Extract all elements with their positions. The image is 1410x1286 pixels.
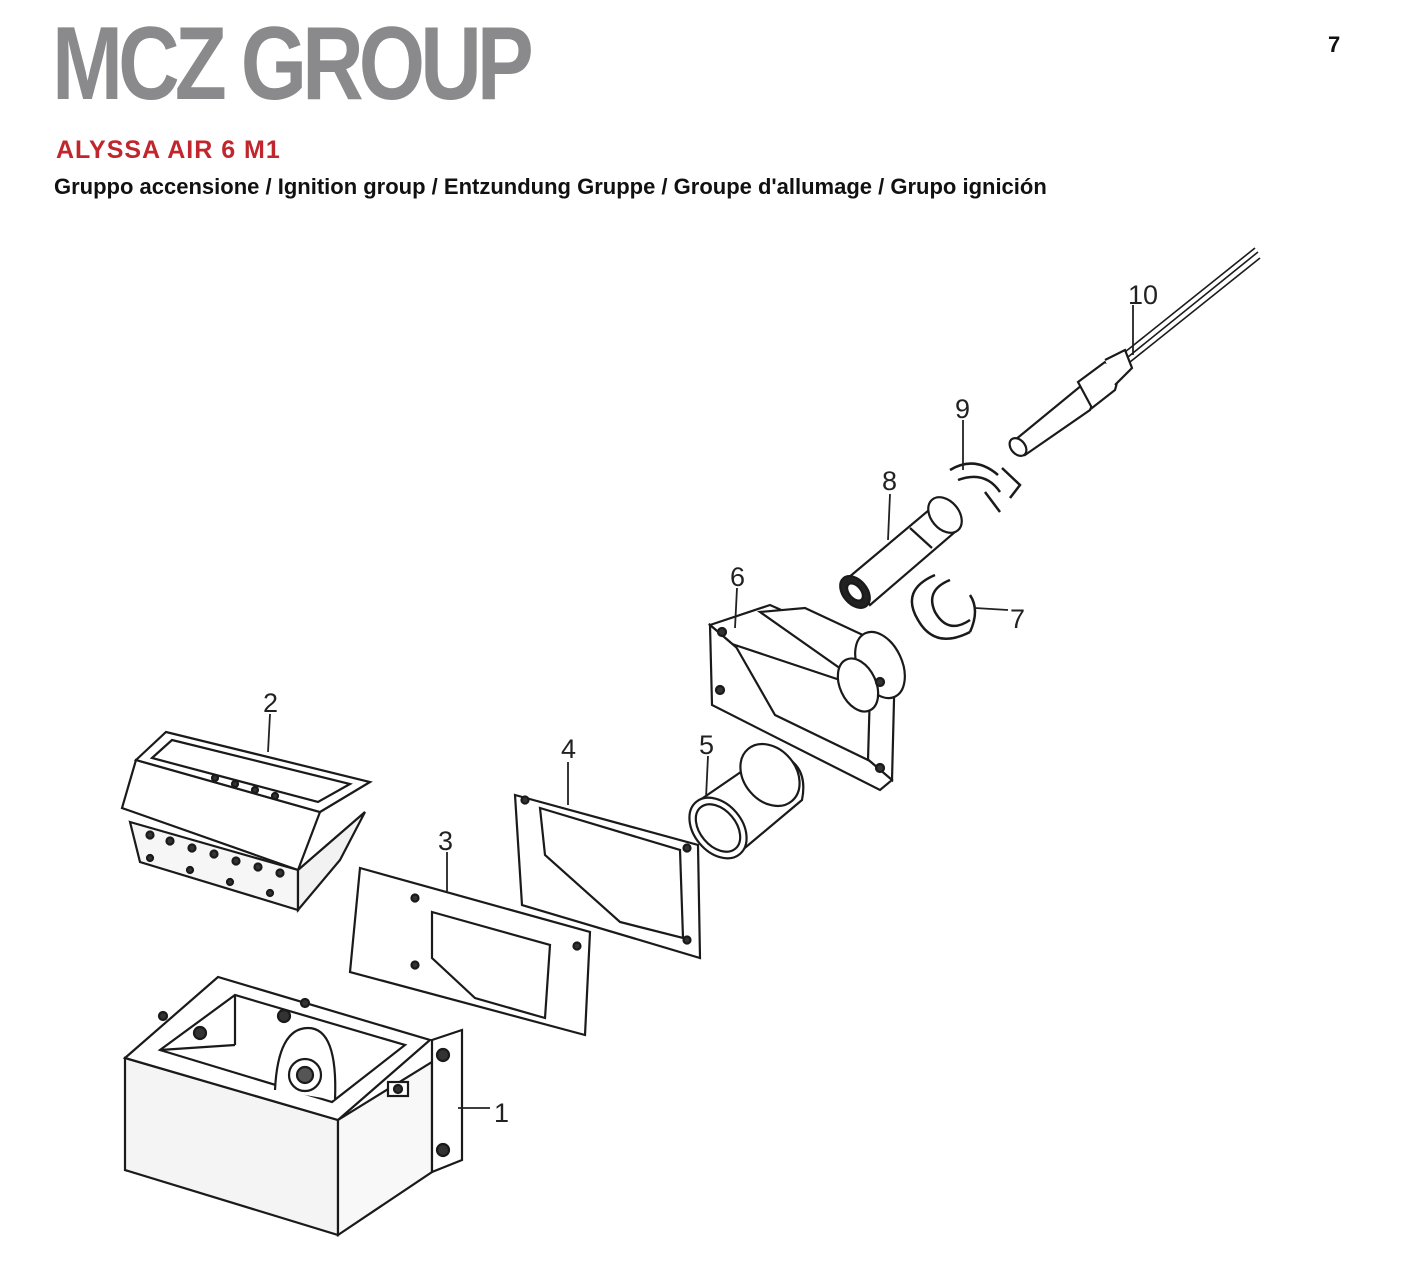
part-4-gasket [513,793,702,960]
callout-2: 2 [263,688,278,718]
part-7-clip-ring [910,573,977,640]
callout-6: 6 [730,562,745,592]
callout-9: 9 [955,394,970,424]
callout-1: 1 [494,1098,509,1128]
part-1-ignition-box [122,975,464,1238]
brand-logo: MCZ GROUP [52,6,534,122]
part-6-ignition-flange [707,603,906,792]
part-10-ignition-heater [1008,247,1261,457]
part-3-gasket [348,866,592,1037]
callout-3: 3 [438,826,453,856]
callout-4: 4 [561,734,576,764]
part-5-sleeve [688,742,805,860]
callout-5: 5 [699,730,714,760]
model-title: ALYSSA AIR 6 M1 [56,136,281,164]
callout-8: 8 [882,466,897,496]
part-2-brazier [120,730,373,914]
part-8-resistor-tube [839,496,963,609]
callout-10: 10 [1128,280,1158,310]
section-subtitle: Gruppo accensione / Ignition group / Ent… [54,174,1047,199]
callout-leaders [267,305,1134,1109]
part-9-retaining-clip [949,462,1022,513]
callout-7: 7 [1010,604,1025,634]
page-number: 7 [1328,32,1341,57]
